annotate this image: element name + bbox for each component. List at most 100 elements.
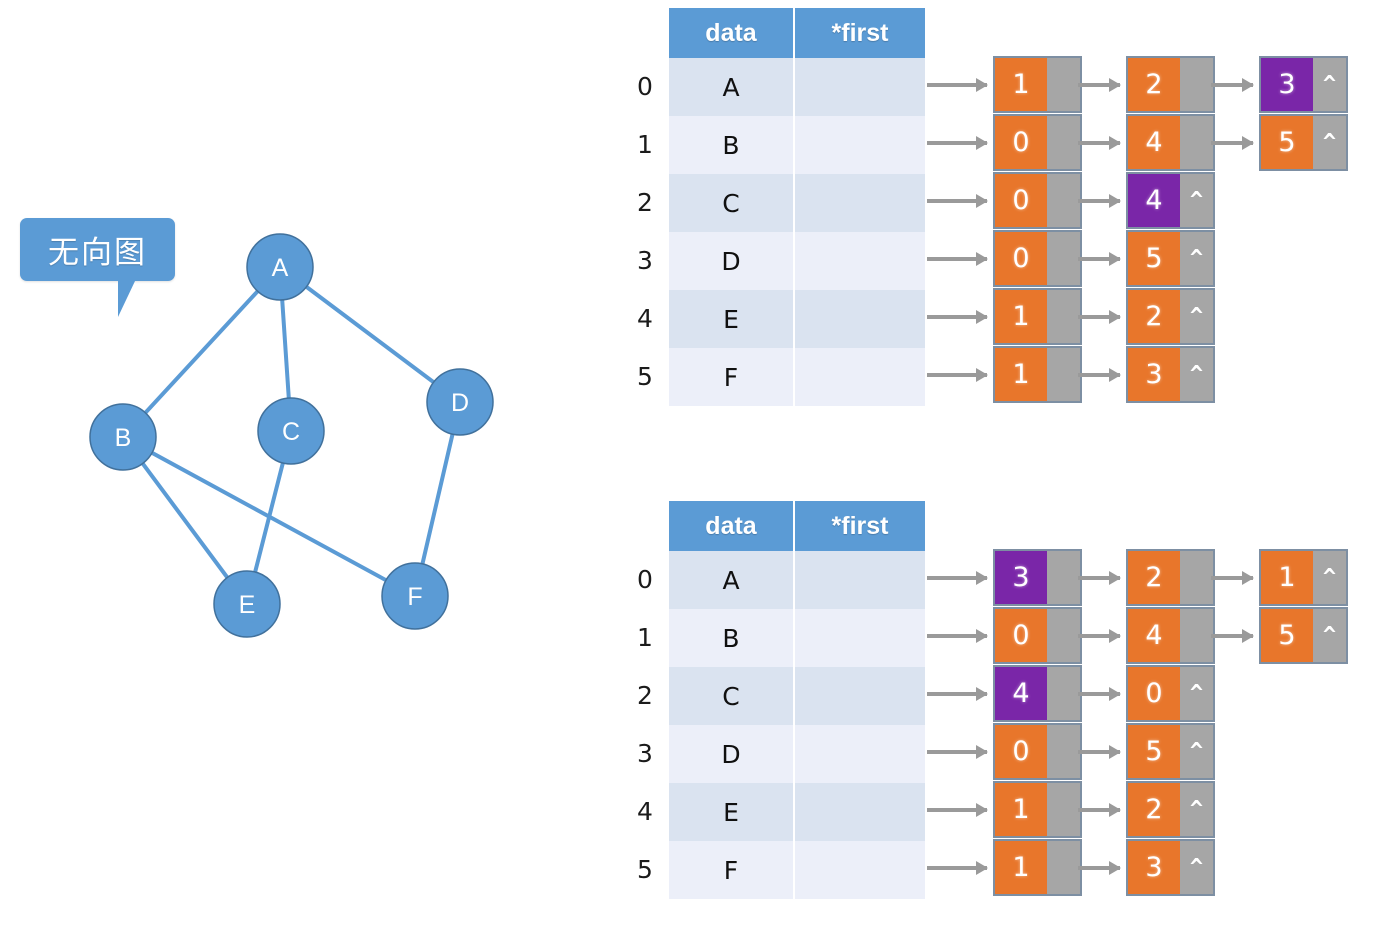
next-pointer-arrow [1078, 571, 1121, 585]
table-row[interactable]: D [669, 232, 925, 290]
list-node-next-pointer [1180, 609, 1213, 662]
list-node[interactable]: 5^ [1126, 230, 1215, 287]
graph-node-layer: A B C D E F [89, 233, 494, 638]
cell-data: B [669, 116, 793, 174]
list-node-null-terminator: ^ [1180, 290, 1213, 343]
graph-node-d[interactable]: D [426, 368, 494, 436]
cell-data: D [669, 725, 793, 783]
list-node[interactable]: 2^ [1126, 288, 1215, 345]
column-header-first: *first [795, 8, 925, 58]
table-row[interactable]: D [669, 725, 925, 783]
cell-data: A [669, 58, 793, 116]
table-row[interactable]: C [669, 667, 925, 725]
next-pointer-arrow [1078, 136, 1121, 150]
list-node[interactable]: 1 [993, 288, 1082, 345]
list-node-next-pointer [1047, 290, 1080, 343]
list-node[interactable]: 3^ [1259, 56, 1348, 113]
list-node[interactable]: 0 [993, 607, 1082, 664]
list-node[interactable]: 1 [993, 346, 1082, 403]
cell-first-pointer [795, 609, 925, 667]
next-pointer-arrow [1078, 745, 1121, 759]
list-node[interactable]: 3^ [1126, 346, 1215, 403]
graph-node-e[interactable]: E [213, 570, 281, 638]
table-row[interactable]: E [669, 290, 925, 348]
list-node[interactable]: 2 [1126, 56, 1215, 113]
graph-node-c[interactable]: C [257, 397, 325, 465]
list-node-value: 4 [995, 667, 1047, 720]
table-row[interactable]: B [669, 609, 925, 667]
list-node-next-pointer [1047, 841, 1080, 894]
list-node[interactable]: 0 [993, 172, 1082, 229]
list-node[interactable]: 0^ [1126, 665, 1215, 722]
list-node-value: 5 [1261, 609, 1313, 662]
list-node[interactable]: 2 [1126, 549, 1215, 606]
column-header-first: *first [795, 501, 925, 551]
list-node[interactable]: 5^ [1126, 723, 1215, 780]
row-index-4: 4 [637, 797, 653, 826]
list-node-next-pointer [1047, 348, 1080, 401]
cell-data: E [669, 290, 793, 348]
list-node-value: 1 [995, 783, 1047, 836]
list-node-next-pointer [1047, 174, 1080, 227]
table-row[interactable]: A [669, 551, 925, 609]
list-node[interactable]: 4 [1126, 607, 1215, 664]
cell-first-pointer [795, 725, 925, 783]
head-pointer-arrow [927, 571, 988, 585]
next-pointer-arrow [1078, 194, 1121, 208]
list-node-null-terminator: ^ [1180, 667, 1213, 720]
graph-node-b[interactable]: B [89, 403, 157, 471]
list-node[interactable]: 1 [993, 839, 1082, 896]
head-pointer-arrow [927, 368, 988, 382]
list-node[interactable]: 1^ [1259, 549, 1348, 606]
cell-data: C [669, 174, 793, 232]
list-node-value: 4 [1128, 174, 1180, 227]
list-node-value: 1 [995, 290, 1047, 343]
list-node[interactable]: 5^ [1259, 114, 1348, 171]
head-pointer-arrow [927, 136, 988, 150]
cell-data: C [669, 667, 793, 725]
row-index-5: 5 [637, 362, 653, 391]
next-pointer-arrow [1211, 571, 1254, 585]
list-node[interactable]: 5^ [1259, 607, 1348, 664]
graph-node-label: B [115, 424, 132, 452]
list-node[interactable]: 3 [993, 549, 1082, 606]
next-pointer-arrow [1211, 629, 1254, 643]
row-index-0: 0 [637, 565, 653, 594]
list-node-null-terminator: ^ [1180, 232, 1213, 285]
list-node[interactable]: 3^ [1126, 839, 1215, 896]
list-node[interactable]: 0 [993, 723, 1082, 780]
cell-first-pointer [795, 174, 925, 232]
table-row[interactable]: C [669, 174, 925, 232]
graph-svg: A B C D E F [89, 233, 494, 638]
list-node-value: 1 [995, 58, 1047, 111]
graph-node-a[interactable]: A [246, 233, 314, 301]
list-node[interactable]: 0 [993, 114, 1082, 171]
table-row[interactable]: E [669, 783, 925, 841]
table-row[interactable]: A [669, 58, 925, 116]
head-pointer-arrow [927, 78, 988, 92]
list-node-value: 5 [1128, 232, 1180, 285]
list-node-value: 5 [1128, 725, 1180, 778]
head-pointer-arrow [927, 252, 988, 266]
list-node-null-terminator: ^ [1180, 725, 1213, 778]
callout-tail [118, 279, 162, 317]
table-row[interactable]: F [669, 841, 925, 899]
list-node-value: 4 [1128, 609, 1180, 662]
list-node[interactable]: 4 [1126, 114, 1215, 171]
list-node[interactable]: 2^ [1126, 781, 1215, 838]
list-node[interactable]: 0 [993, 230, 1082, 287]
list-node[interactable]: 1 [993, 56, 1082, 113]
graph-node-label: C [282, 418, 300, 446]
list-node[interactable]: 4^ [1126, 172, 1215, 229]
list-node[interactable]: 4 [993, 665, 1082, 722]
list-node[interactable]: 1 [993, 781, 1082, 838]
column-header-data: data [669, 501, 793, 551]
next-pointer-arrow [1078, 861, 1121, 875]
table-row[interactable]: F [669, 348, 925, 406]
graph-node-f[interactable]: F [381, 562, 449, 630]
row-index-2: 2 [637, 681, 653, 710]
list-node-next-pointer [1180, 58, 1213, 111]
table-row[interactable]: B [669, 116, 925, 174]
